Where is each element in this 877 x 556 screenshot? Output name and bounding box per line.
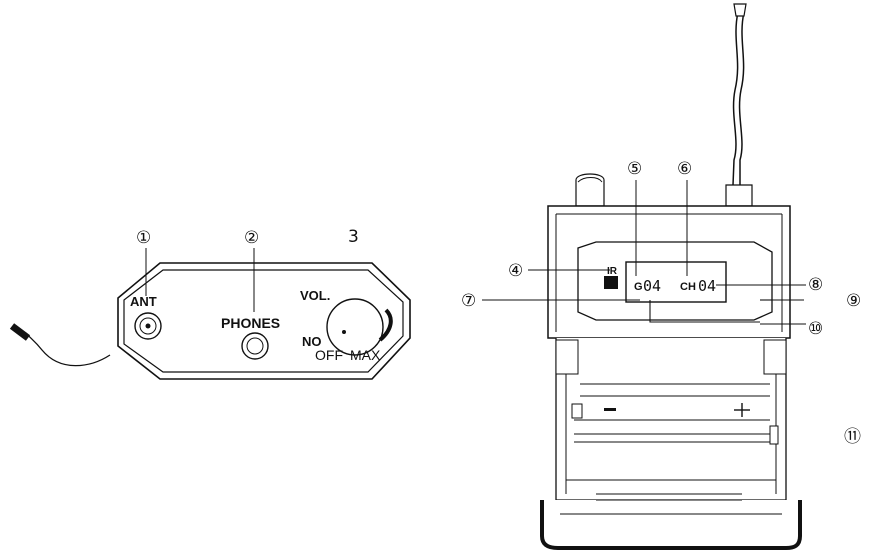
antenna-jack-pin <box>145 323 151 329</box>
callout-6: ⑥ <box>677 159 692 179</box>
volume-knob[interactable] <box>326 298 393 356</box>
phones-label: PHONES <box>221 315 280 331</box>
antenna-wire <box>732 11 739 186</box>
channel-value: 04 <box>698 277 716 295</box>
panel-outline <box>117 262 411 380</box>
callout-5: ⑤ <box>627 159 642 179</box>
ir-label: IR <box>607 266 618 277</box>
belt-clip <box>540 500 802 550</box>
phones-jack-inner <box>246 337 264 355</box>
ir-sensor <box>604 276 618 289</box>
set-button-left[interactable] <box>649 300 760 323</box>
antenna-jack-inner <box>139 317 157 335</box>
antenna-cable <box>25 332 111 367</box>
group-prefix: G <box>634 281 643 293</box>
antenna-wire-b <box>738 11 745 185</box>
receiver: IR G 04 CH 04 <box>461 3 861 550</box>
receiver-lower-body <box>555 338 787 501</box>
antenna-plug <box>9 323 31 341</box>
top-knob-top <box>577 177 603 183</box>
volume-knob-body <box>326 298 384 356</box>
volume-knob-edge <box>378 308 393 342</box>
top-knob <box>575 173 605 207</box>
callout-9: ⑨ <box>846 291 861 311</box>
lcd-screen <box>625 261 727 303</box>
callout-10: ⑩ <box>808 319 823 339</box>
group-value: 04 <box>643 277 661 295</box>
phones-jack[interactable] <box>241 332 269 360</box>
battery <box>571 383 779 445</box>
antenna-base <box>725 184 753 207</box>
callout-8: ⑧ <box>808 275 823 295</box>
volume-knob-dot <box>342 330 346 334</box>
clip-left <box>555 339 579 375</box>
antenna-tip <box>733 3 747 17</box>
battery-terminal <box>571 403 583 419</box>
phones-jack-outer <box>241 332 269 360</box>
off-label: OFF <box>315 347 343 363</box>
callout-2: ② <box>244 228 259 248</box>
callout-3: 3 <box>348 227 359 247</box>
clip-right <box>763 339 787 375</box>
battery-end <box>769 425 779 445</box>
ant-label: ANT <box>130 294 157 309</box>
battery-minus <box>604 408 616 411</box>
callout-1: ① <box>136 228 151 248</box>
antenna-jack-outer <box>134 312 162 340</box>
vol-label: VOL. <box>300 288 330 303</box>
channel-prefix: CH <box>680 281 696 293</box>
panel-inner-outline <box>123 269 404 373</box>
on-label: NO <box>302 334 322 349</box>
antenna-jack[interactable] <box>134 312 162 340</box>
max-label: MAX <box>350 347 381 363</box>
top-panel: ANT PHONES VOL. NO OFF MAX ① ② 3 <box>9 227 411 380</box>
callout-4: ④ <box>508 261 523 281</box>
callout-7: ⑦ <box>461 291 476 311</box>
callout-11: ⑪ <box>844 427 861 447</box>
